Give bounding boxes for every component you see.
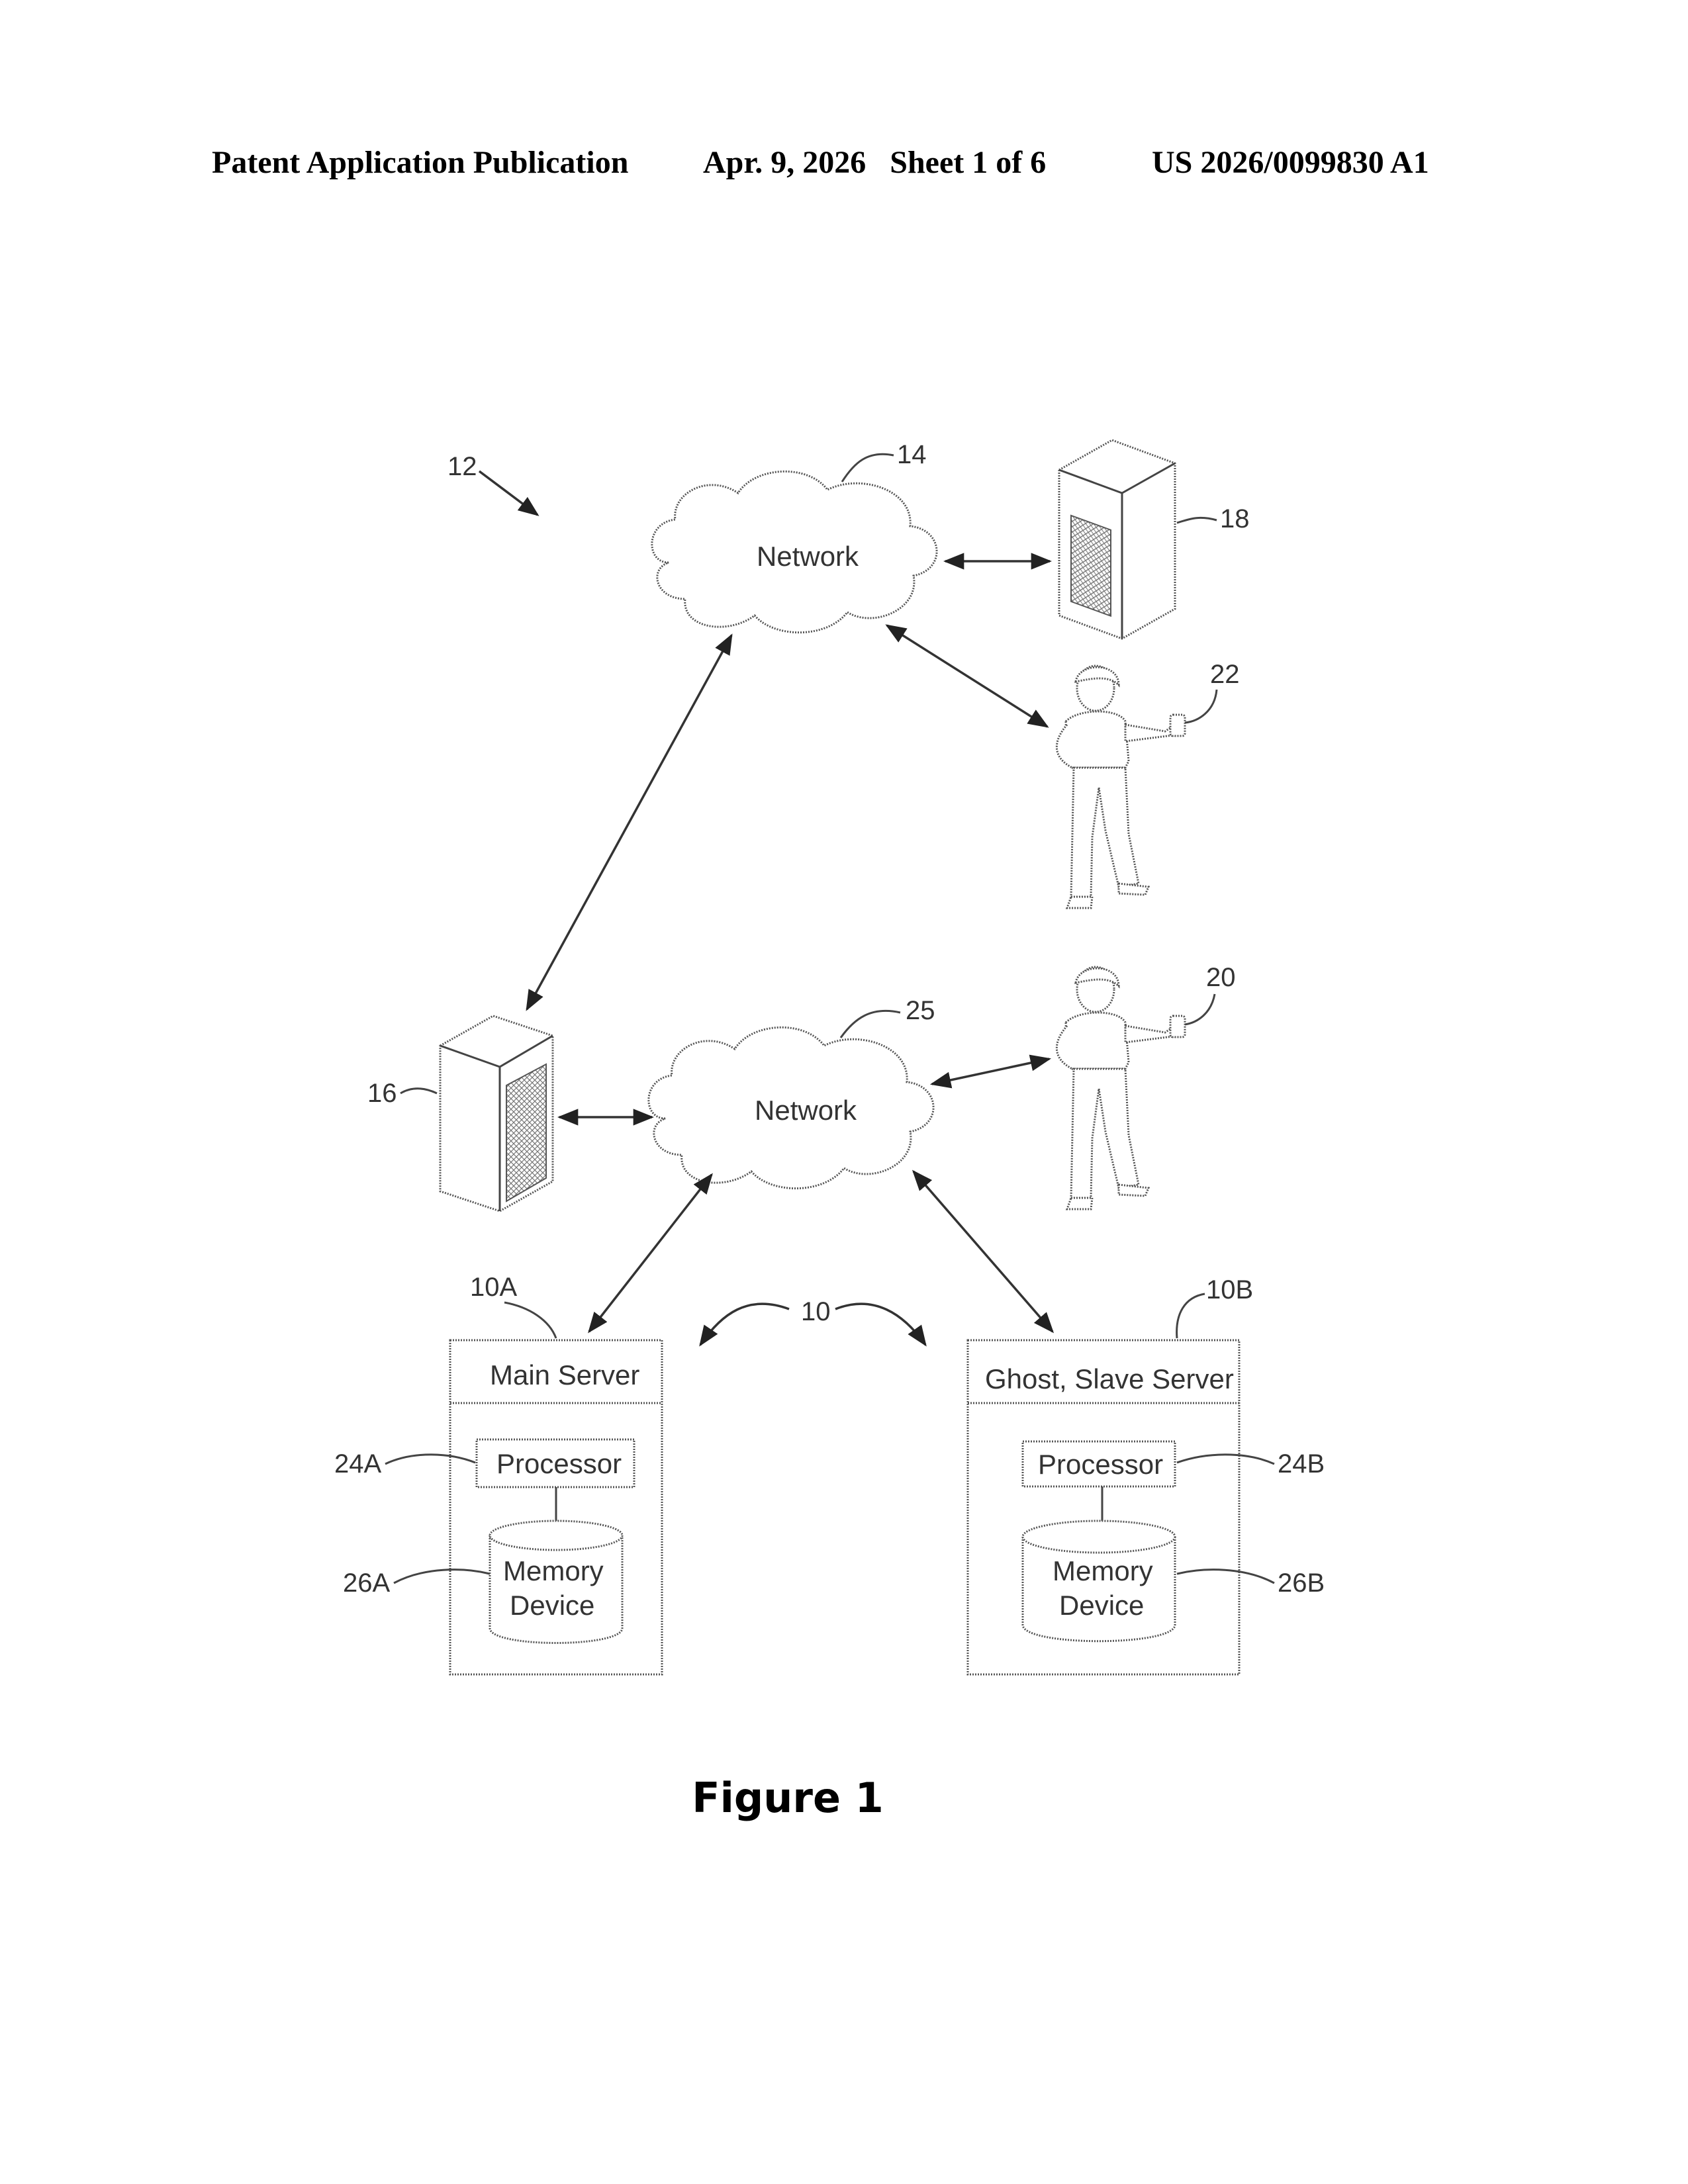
memory-b-line2: Device (1059, 1590, 1144, 1621)
ref-network-top: 14 (897, 440, 927, 469)
ref-network-top-leader (842, 454, 894, 482)
memory-a-line1: Memory (503, 1555, 604, 1586)
main-server-box: Main Server Processor Memory Device (450, 1340, 662, 1674)
network-cloud-bottom: Network (649, 1027, 933, 1188)
ref-server-16-leader (400, 1089, 437, 1093)
ref-server-pair: 10 (801, 1297, 831, 1326)
ref-processor-a: 24A (334, 1449, 381, 1479)
user-20-person-icon (1056, 967, 1185, 1209)
network-cloud-top: Network (652, 471, 937, 632)
ref-processor-b: 24B (1278, 1449, 1325, 1479)
ref-main-server-leader (504, 1302, 556, 1338)
ref-network-bottom-leader (841, 1011, 900, 1038)
memory-a-line2: Device (510, 1590, 594, 1621)
ref-ghost-server-leader (1177, 1294, 1205, 1338)
ref-user-22-leader (1185, 690, 1217, 723)
network-top-label: Network (757, 541, 859, 572)
figure-caption: Figure 1 (0, 1774, 1575, 1822)
ghost-server-label: Ghost, Slave Server (985, 1363, 1234, 1394)
ref-user-20: 20 (1206, 963, 1236, 992)
ref-user-20-leader (1185, 994, 1215, 1024)
link-network-bottom-user-20 (932, 1059, 1049, 1084)
ref-server-pair-arrow-left (700, 1304, 789, 1345)
ref-system-arrow (479, 471, 538, 515)
main-server-label: Main Server (490, 1359, 639, 1390)
ref-memory-a: 26A (343, 1569, 390, 1598)
ref-server-16: 16 (367, 1079, 397, 1108)
server-18 (1059, 440, 1175, 639)
server-16 (440, 1016, 553, 1211)
ref-server-pair-arrow-right (835, 1304, 925, 1345)
link-network-bottom-main-server (589, 1175, 712, 1332)
ref-user-22: 22 (1210, 660, 1240, 689)
ghost-server-box: Ghost, Slave Server Processor Memory Dev… (968, 1340, 1239, 1674)
user-22-person-icon (1056, 666, 1185, 908)
ref-network-bottom: 25 (906, 996, 935, 1025)
memory-b-line1: Memory (1053, 1555, 1153, 1586)
ref-system: 12 (447, 452, 477, 481)
ref-ghost-server: 10B (1206, 1275, 1253, 1304)
ref-server-18-leader (1177, 518, 1217, 523)
ref-server-18: 18 (1220, 504, 1250, 533)
network-bottom-label: Network (755, 1095, 857, 1126)
link-network-top-user-22 (887, 625, 1047, 727)
processor-a-label: Processor (496, 1448, 622, 1479)
ref-main-server: 10A (470, 1273, 517, 1302)
ref-memory-b: 26B (1278, 1569, 1325, 1598)
link-network-bottom-ghost-server (914, 1171, 1053, 1332)
link-network-top-server-16 (527, 635, 731, 1009)
processor-b-label: Processor (1038, 1449, 1163, 1480)
